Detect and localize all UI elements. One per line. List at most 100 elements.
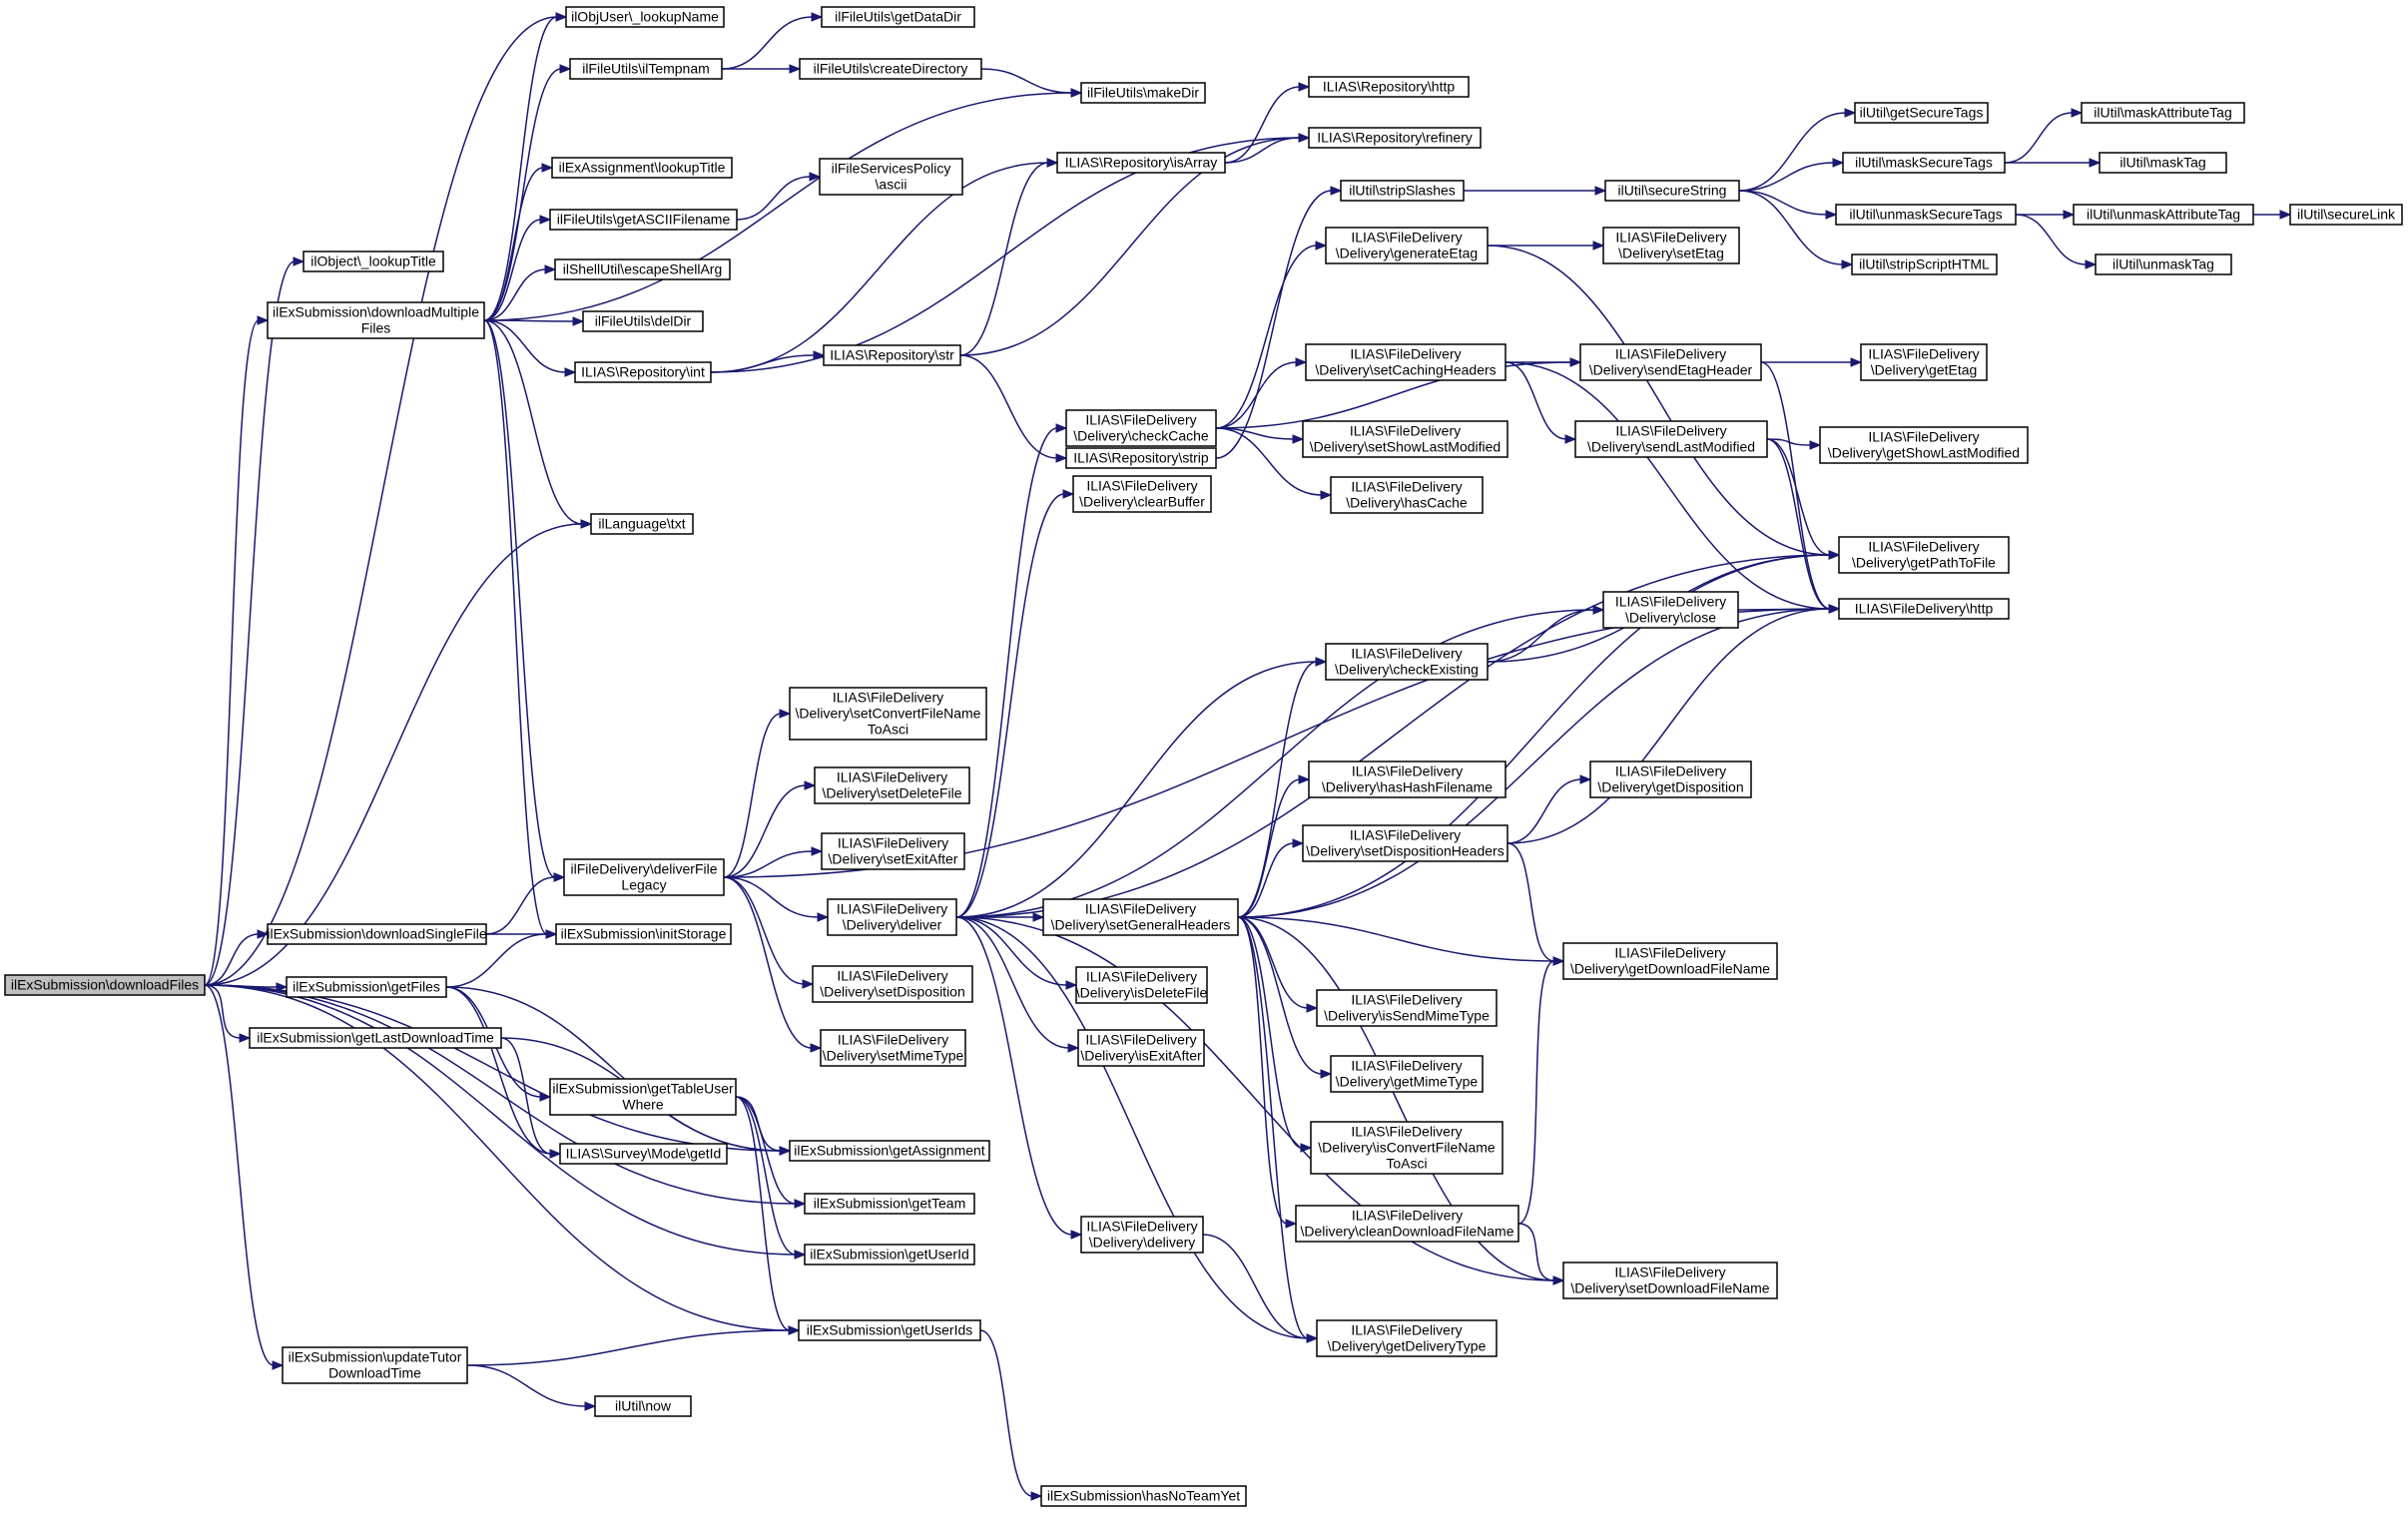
node-ilias-filedelivery-delivery-setdisposition[interactable]: ILIAS\FileDelivery\Delivery\setDispositi… — [812, 965, 973, 1003]
edge-n6-to-n16 — [445, 929, 558, 988]
node-ilutil-stripscripthtml[interactable]: ilUtil\stripScriptHTML — [1851, 253, 1998, 275]
node-ilias-filedelivery-delivery-setgeneralheaders[interactable]: ILIAS\FileDelivery\Delivery\setGeneralHe… — [1042, 898, 1239, 936]
node-ilutil-maskattributetag[interactable]: ilUtil\maskAttributeTag — [2081, 102, 2245, 124]
node-ilias-filedelivery-delivery-getmimetype[interactable]: ILIAS\FileDelivery\Delivery\getMimeType — [1330, 1055, 1484, 1093]
node-ilias-filedelivery-delivery-checkexisting[interactable]: ILIAS\FileDelivery\Delivery\checkExistin… — [1325, 643, 1489, 681]
node-box — [2289, 204, 2403, 226]
edge-line — [1738, 162, 1835, 192]
node-ilias-repository-isarray[interactable]: ILIAS\Repository\isArray — [1056, 152, 1226, 174]
node-ilexsubmission-downloadsinglefile[interactable]: ilExSubmission\downloadSingleFile — [267, 923, 487, 945]
node-ilutil-unmasktag[interactable]: ilUtil\unmaskTag — [2095, 253, 2232, 275]
node-ilutil-stripslashes[interactable]: ilUtil\stripSlashes — [1340, 180, 1465, 202]
node-ilias-repository-str[interactable]: ILIAS\Repository\str — [823, 344, 961, 366]
edge-n8-to-n22 — [466, 1325, 801, 1366]
node-ilfileservicespolicy-ascii[interactable]: ilFileServicesPolicy\ascii — [819, 158, 963, 196]
node-ilexsubmission-initstorage[interactable]: ilExSubmission\initStorage — [555, 923, 732, 945]
node-layer: ilExSubmission\downloadFiles ilObjUser\_l… — [4, 6, 2403, 1507]
edge-line — [1237, 661, 1318, 918]
node-label: \Delivery\setCachingHeaders — [1315, 362, 1496, 378]
node-ilexsubmission-getlastdownloadtime[interactable]: ilExSubmission\getLastDownloadTime — [249, 1027, 502, 1049]
node-ilshellutil-escapeshellarg[interactable]: ilShellUtil\escapeShellArg — [554, 258, 731, 280]
node-ilias-filedelivery-delivery-hashashfilename[interactable]: ILIAS\FileDelivery\Delivery\hasHashFilen… — [1308, 760, 1506, 798]
node-ilutil-securestring[interactable]: ilUtil\secureString — [1604, 180, 1740, 202]
node-ilias-filedelivery-delivery-issendmimetype[interactable]: ILIAS\FileDelivery\Delivery\isSendMimeTy… — [1316, 989, 1498, 1027]
node-ilias-repository-refinery[interactable]: ILIAS\Repository\refinery — [1308, 127, 1482, 149]
edge-n57-to-n69 — [1487, 241, 1605, 251]
node-ilias-filedelivery-delivery-setconvertfilenametoasci[interactable]: ILIAS\FileDelivery\Delivery\setConvertFi… — [789, 687, 987, 741]
node-ilias-repository-http[interactable]: ILIAS\Repository\http — [1308, 76, 1470, 98]
node-ilias-filedelivery-delivery-setdeletefile[interactable]: ILIAS\FileDelivery\Delivery\setDeleteFil… — [814, 766, 970, 804]
node-ilias-filedelivery-delivery-getdisposition[interactable]: ILIAS\FileDelivery\Delivery\getDispositi… — [1589, 760, 1752, 798]
node-box — [1072, 475, 1212, 513]
node-ilias-filedelivery-delivery-hascache[interactable]: ILIAS\FileDelivery\Delivery\hasCache — [1330, 476, 1484, 514]
node-ilias-filedelivery-delivery-sendlastmodified[interactable]: ILIAS\FileDelivery\Delivery\sendLastModi… — [1574, 420, 1768, 458]
node-ilias-filedelivery-delivery-isexitafter[interactable]: ILIAS\FileDelivery\Delivery\isExitAfter — [1077, 1029, 1205, 1067]
node-ilexsubmission-getteam[interactable]: ilExSubmission\getTeam — [804, 1193, 975, 1215]
node-ilias-repository-int[interactable]: ILIAS\Repository\int — [574, 361, 712, 383]
node-ilias-filedelivery-delivery-delivery[interactable]: ILIAS\FileDelivery\Delivery\delivery — [1080, 1216, 1204, 1254]
node-ilias-filedelivery-delivery-sendetagheader[interactable]: ILIAS\FileDelivery\Delivery\sendEtagHead… — [1579, 343, 1762, 381]
node-ilutil-getsecuretags[interactable]: ilUtil\getSecureTags — [1854, 102, 1989, 124]
node-ilfileutils-deldir[interactable]: ilFileUtils\delDir — [582, 310, 704, 332]
node-ilias-filedelivery-delivery-getdownloadfilename[interactable]: ILIAS\FileDelivery\Delivery\getDownloadF… — [1562, 942, 1778, 980]
node-ilias-filedelivery-delivery-checkcache[interactable]: ILIAS\FileDelivery\Delivery\checkCache — [1065, 409, 1217, 447]
node-label: ILIAS\FileDelivery — [837, 901, 947, 917]
node-ilias-filedelivery-delivery-isdeletefile[interactable]: ILIAS\FileDelivery\Delivery\isDeleteFile — [1075, 966, 1208, 1004]
node-ilias-filedelivery-delivery-setetag[interactable]: ILIAS\FileDelivery\Delivery\setEtag — [1602, 227, 1740, 264]
node-box — [249, 1027, 502, 1049]
node-ilutil-now[interactable]: ilUtil\now — [594, 1395, 692, 1417]
node-illanguage-txt[interactable]: ilLanguage\txt — [590, 513, 694, 535]
edge-line — [1506, 778, 1582, 844]
node-ilexsubmission-getuserid[interactable]: ilExSubmission\getUserId — [804, 1244, 975, 1266]
node-ilias-filedelivery-delivery-clearbuffer[interactable]: ILIAS\FileDelivery\Delivery\clearBuffer — [1072, 475, 1212, 513]
node-ilias-repository-strip[interactable]: ILIAS\Repository\strip — [1065, 447, 1217, 469]
node-ilexsubmission-hasnoteamyet[interactable]: ilExSubmission\hasNoTeamYet — [1040, 1485, 1247, 1507]
edge-n5-to-n15 — [485, 872, 566, 935]
node-ilobject-lookuptitle[interactable]: ilObject\_lookupTitle — [302, 251, 444, 272]
node-ilutil-securelink[interactable]: ilUtil\secureLink — [2289, 204, 2403, 226]
node-label: \Delivery\isDeleteFile — [1076, 985, 1208, 1001]
node-label: ILIAS\FileDelivery — [1351, 479, 1462, 495]
node-ilutil-masksecuretags[interactable]: ilUtil\maskSecureTags — [1842, 152, 2006, 174]
edge-n52-to-n63 — [1237, 838, 1305, 918]
node-ilias-filedelivery-delivery-isconvertfilenametoasci[interactable]: ILIAS\FileDelivery\Delivery\isConvertFil… — [1310, 1121, 1504, 1175]
node-ilfileutils-getasciifilename[interactable]: ilFileUtils\getASCIIFilename — [549, 209, 738, 231]
node-ilias-filedelivery-delivery-setdownloadfilename[interactable]: ILIAS\FileDelivery\Delivery\setDownloadF… — [1562, 1262, 1778, 1299]
node-ilias-filedelivery-delivery-cleandownloadfilename[interactable]: ILIAS\FileDelivery\Delivery\cleanDownloa… — [1295, 1205, 1519, 1243]
node-ilexsubmission-getassignment[interactable]: ilExSubmission\getAssignment — [789, 1140, 990, 1162]
node-ilutil-unmaskattributetag[interactable]: ilUtil\unmaskAttributeTag — [2073, 204, 2254, 226]
node-ilias-filedelivery-delivery-getpathtofile[interactable]: ILIAS\FileDelivery\Delivery\getPathToFil… — [1838, 536, 2010, 574]
node-ilias-filedelivery-delivery-setexitafter[interactable]: ILIAS\FileDelivery\Delivery\setExitAfter — [821, 832, 965, 870]
node-ilfileutils-iltempnam[interactable]: ilFileUtils\ilTempnam — [569, 58, 723, 80]
arrowhead — [1844, 108, 1857, 118]
node-ilias-filedelivery-delivery-close[interactable]: ILIAS\FileDelivery\Delivery\close — [1602, 591, 1739, 629]
node-label: ilExSubmission\getTeam — [814, 1196, 966, 1212]
edge-n9-to-n24 — [721, 12, 824, 70]
node-ilfileutils-createdirectory[interactable]: ilFileUtils\createDirectory — [799, 58, 982, 80]
node-ilfileutils-getdatadir[interactable]: ilFileUtils\getDataDir — [821, 6, 975, 28]
node-ilias-filedelivery-delivery-deliver[interactable]: ILIAS\FileDelivery\Delivery\deliver — [827, 898, 957, 936]
node-ilexsubmission-getfiles[interactable]: ilExSubmission\getFiles — [286, 976, 447, 998]
node-ilias-filedelivery-delivery-setdispositionheaders[interactable]: ILIAS\FileDelivery\Delivery\setDispositi… — [1302, 824, 1508, 862]
node-ilutil-masktag[interactable]: ilUtil\maskTag — [2099, 152, 2227, 174]
node-ilexsubmission-getuserids[interactable]: ilExSubmission\getUserIds — [798, 1319, 981, 1341]
node-ilutil-unmasksecuretags[interactable]: ilUtil\unmaskSecureTags — [1835, 204, 2017, 226]
node-ilias-filedelivery-delivery-getetag[interactable]: ILIAS\FileDelivery\Delivery\getEtag — [1860, 343, 1988, 381]
node-ilfileutils-makedir[interactable]: ilFileUtils\makeDir — [1080, 82, 1206, 104]
node-ilobjuser-lookupname[interactable]: ilObjUser\_lookupName — [565, 6, 725, 28]
node-box — [590, 513, 694, 535]
node-ilias-filedelivery-delivery-generateetag[interactable]: ILIAS\FileDelivery\Delivery\generateEtag — [1325, 227, 1489, 264]
node-ilias-filedelivery-http[interactable]: ILIAS\FileDelivery\http — [1838, 598, 2010, 620]
node-ilexsubmission-downloadfiles[interactable]: ilExSubmission\downloadFiles — [4, 974, 206, 996]
node-ilias-survey-mode-getid[interactable]: ILIAS\Survey\Mode\getId — [559, 1143, 728, 1165]
node-ilias-filedelivery-delivery-setcachingheaders[interactable]: ILIAS\FileDelivery\Delivery\setCachingHe… — [1305, 343, 1506, 381]
node-ilias-filedelivery-delivery-setmimetype[interactable]: ILIAS\FileDelivery\Delivery\setMimeType — [820, 1029, 966, 1067]
node-ilias-filedelivery-delivery-getshowlastmodified[interactable]: ILIAS\FileDelivery\Delivery\getShowLastM… — [1819, 426, 2029, 464]
node-ilias-filedelivery-delivery-getdeliverytype[interactable]: ILIAS\FileDelivery\Delivery\getDeliveryT… — [1316, 1319, 1498, 1357]
node-ilexassignment-lookuptitle[interactable]: ilExAssignment\lookupTitle — [551, 157, 733, 179]
node-ilias-filedelivery-delivery-setshowlastmodified[interactable]: ILIAS\FileDelivery\Delivery\setShowLastM… — [1302, 420, 1508, 458]
